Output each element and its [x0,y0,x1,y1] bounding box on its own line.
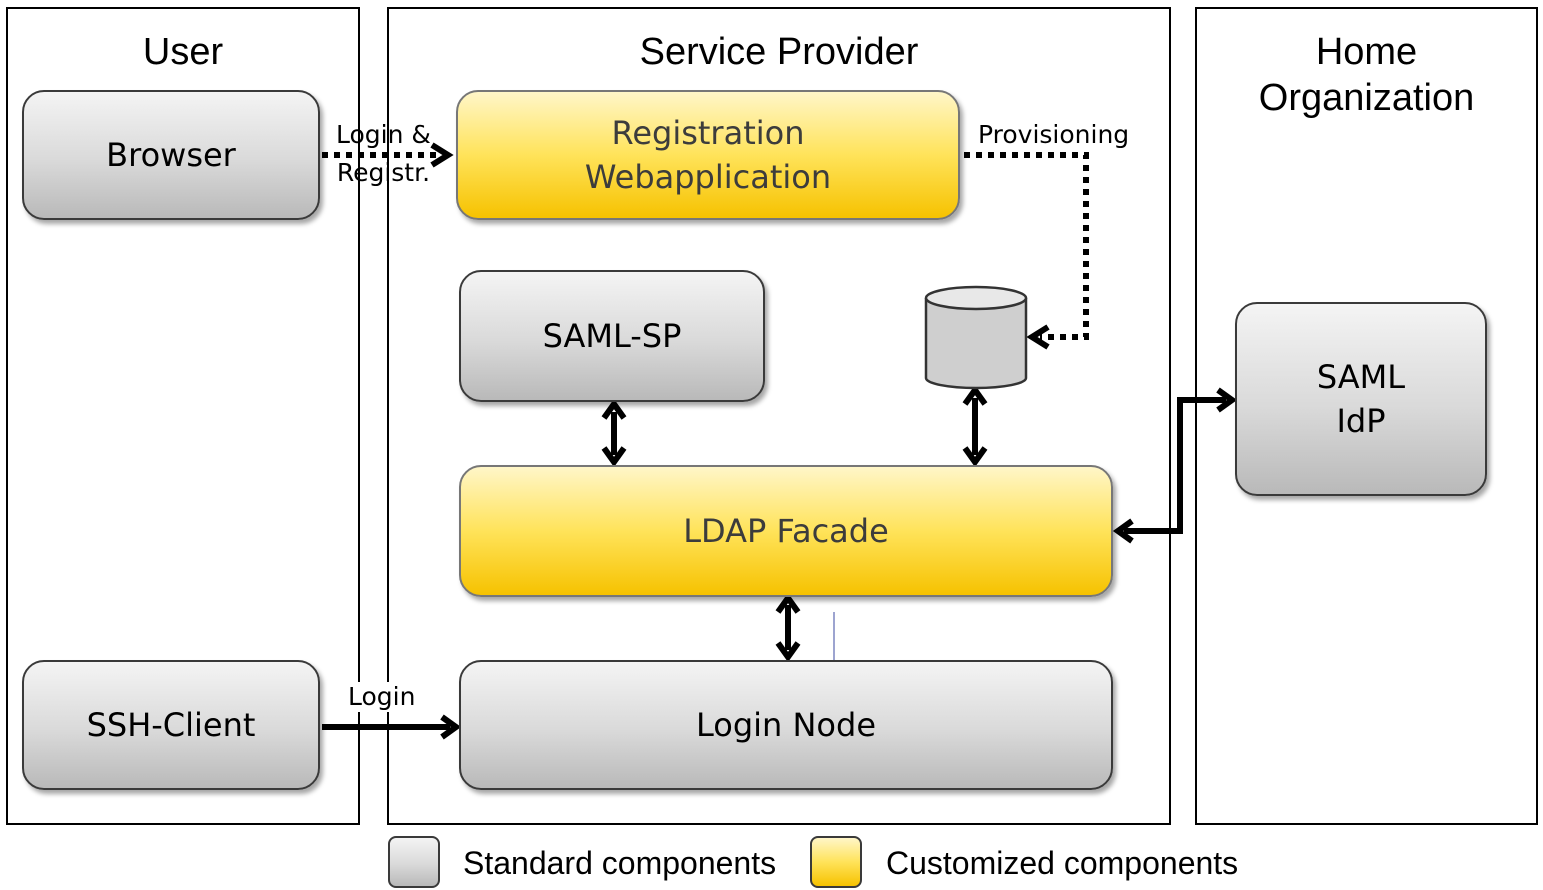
service-provider-lane-title: Service Provider [639,31,919,73]
registration-webapp-component: Registration Webapplication [456,90,960,220]
legend-customized-label: Customized components [886,845,1239,881]
saml-sp-component: SAML-SP [459,270,765,402]
browser-component: Browser [22,90,320,220]
user-lane-title: User [142,31,224,73]
legend-standard-swatch [388,836,440,888]
provisioning-arrowhead [1026,324,1050,350]
provisioning-arrow [964,152,1089,340]
login-registr-label: Login & Registr. [336,120,431,187]
home-organization-lane-title: Home Organization [1258,31,1475,119]
saml-idp-component: SAML IdP [1235,302,1487,496]
login-label: Login [348,682,416,712]
ldap-facade-component: LDAP Facade [459,465,1113,597]
legend-customized-swatch [810,836,862,888]
database-icon [924,285,1028,390]
provisioning-label: Provisioning [978,120,1130,150]
ssh-client-component: SSH-Client [22,660,320,790]
login-registr-arrowhead [430,142,454,168]
ldap-idp-arrow [1124,397,1226,534]
login-node-component: Login Node [459,660,1113,790]
legend-standard-label: Standard components [463,845,777,881]
